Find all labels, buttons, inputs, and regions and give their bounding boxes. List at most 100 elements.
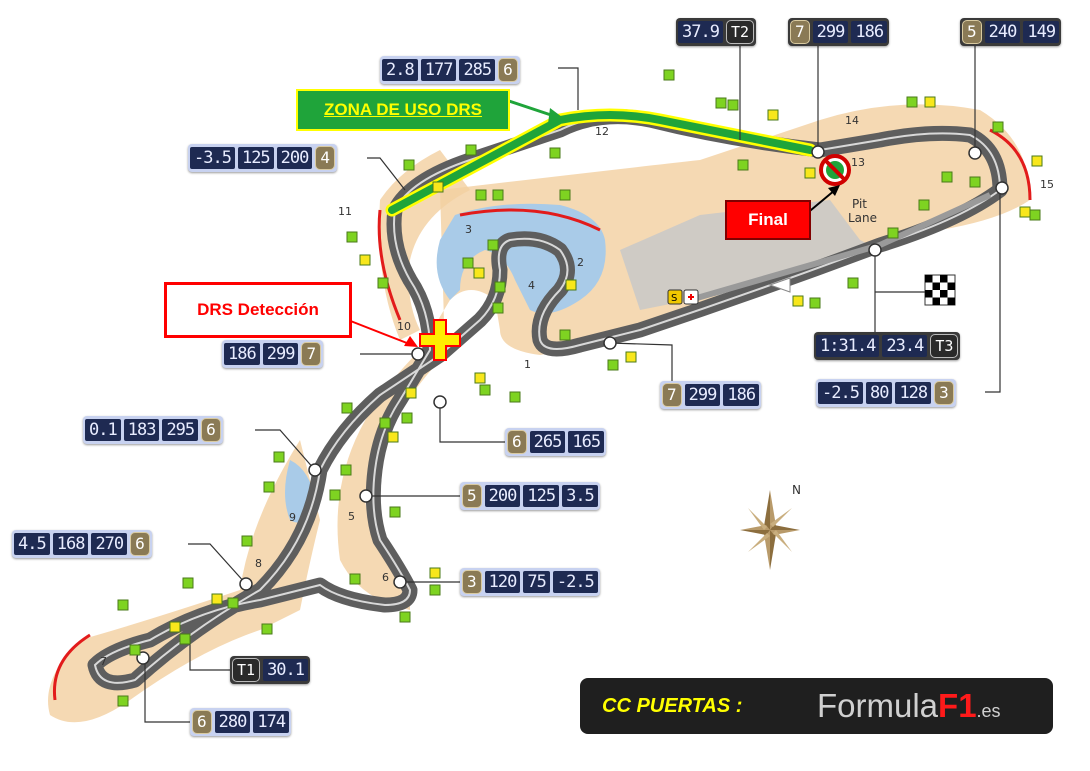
start-arrow xyxy=(768,277,791,293)
paddock-area xyxy=(620,200,880,310)
gear-value: 4 xyxy=(315,146,336,170)
info-value: 149 xyxy=(1023,21,1060,43)
compass-rose-icon xyxy=(740,490,800,570)
turn-number: 11 xyxy=(338,205,352,218)
info-value: 30.1 xyxy=(263,659,309,681)
info-value: -3.5 xyxy=(190,147,235,169)
drs-detection-label: DRS Detección xyxy=(164,282,352,338)
drs-zone-text: ZONA DE USO DRS xyxy=(323,100,483,119)
info-value: 265 xyxy=(529,431,566,453)
brand-logo-tld: .es xyxy=(976,701,1001,721)
turn-number: 3 xyxy=(465,223,472,236)
turn-number: 1 xyxy=(524,358,531,371)
pit-lane xyxy=(689,192,992,303)
info-value: 75 xyxy=(523,571,550,593)
drs-detection-text: DRS Detección xyxy=(197,300,319,319)
turn-number: 15 xyxy=(1040,178,1054,191)
info-value: 183 xyxy=(123,419,160,441)
turn-number: 9 xyxy=(289,511,296,524)
drs-zone-label: ZONA DE USO DRS xyxy=(296,89,510,131)
info-value: 285 xyxy=(459,59,496,81)
turn-number: 8 xyxy=(255,557,262,570)
info-box-t8: 4.5 168 270 6 xyxy=(12,530,152,558)
sector-tag: T3 xyxy=(930,334,959,358)
info-value: 295 xyxy=(162,419,199,441)
info-box-t1-speed: 7 299 186 xyxy=(660,381,762,409)
compass-north-label: N xyxy=(792,483,801,497)
info-box-t5: 5 200 125 3.5 xyxy=(460,482,600,510)
info-value: 186 xyxy=(224,343,260,365)
info-value: 23.4 xyxy=(882,335,928,357)
kerb xyxy=(52,128,1032,701)
info-value: 168 xyxy=(52,533,89,555)
info-value: 2.8 xyxy=(382,59,418,81)
brand-cc-label: CC PUERTAS : xyxy=(602,694,743,717)
sector-tag: T1 xyxy=(232,658,261,682)
info-box-t2: 37.9 T2 xyxy=(676,18,757,46)
info-box-t3-time: 1:31.4 23.4 T3 xyxy=(814,332,961,360)
sector-icon: S xyxy=(667,289,699,305)
info-value: 200 xyxy=(276,147,313,169)
measure-points xyxy=(136,145,1009,665)
drs-end-label: Final xyxy=(725,200,811,240)
info-value: 174 xyxy=(253,711,290,733)
info-value: 3.5 xyxy=(562,485,598,507)
gear-value: 7 xyxy=(790,20,810,44)
info-value: 299 xyxy=(812,21,849,43)
brand-logo-f1: F1 xyxy=(938,687,977,724)
info-box-t15: -2.5 80 128 3 xyxy=(816,379,956,407)
gear-value: 5 xyxy=(462,484,482,508)
info-value: 270 xyxy=(91,533,128,555)
sector-icon-label: S xyxy=(671,293,677,304)
info-value: 280 xyxy=(214,711,251,733)
info-value: 120 xyxy=(484,571,521,593)
info-box-t1-time: T1 30.1 xyxy=(230,656,311,684)
info-value: 200 xyxy=(484,485,521,507)
pit-lane-label-line: Pit xyxy=(852,197,867,211)
drs-end-text: Final xyxy=(748,210,788,229)
pit-lane-label-line: Lane xyxy=(848,211,877,225)
gear-value: 3 xyxy=(462,570,482,594)
info-box-t6: 3 120 75 -2.5 xyxy=(460,568,600,596)
info-box-t9: 0.1 183 295 6 xyxy=(83,416,223,444)
pit-lane-label: Pit Lane xyxy=(848,197,877,225)
turn-number: 14 xyxy=(845,114,859,127)
info-box-t12-entry: 2.8 177 285 6 xyxy=(380,56,520,84)
drs-end-marker xyxy=(819,154,851,186)
info-value: 128 xyxy=(895,382,932,404)
info-value: 37.9 xyxy=(678,21,723,43)
gear-value: 6 xyxy=(130,532,150,556)
turn-number: 13 xyxy=(851,156,865,169)
final-arrow-head xyxy=(828,185,840,196)
info-box-t10: 186 299 7 xyxy=(222,340,324,368)
gear-value: 5 xyxy=(962,20,982,44)
info-value: 299 xyxy=(684,384,721,406)
hoarding-markers xyxy=(117,69,1043,707)
info-value: 80 xyxy=(865,382,893,404)
info-box-t4: 6 265 165 xyxy=(505,428,607,456)
info-value: 177 xyxy=(420,59,457,81)
detection-arrow-head xyxy=(404,336,418,347)
turn-number: 7 xyxy=(100,655,107,668)
info-box-t14: 5 240 149 xyxy=(960,18,1062,46)
info-value: 240 xyxy=(984,21,1021,43)
drs-zone-arrow-head xyxy=(548,108,566,124)
info-value: 125 xyxy=(237,147,274,169)
gear-value: 6 xyxy=(498,58,518,82)
gear-value: 6 xyxy=(201,418,221,442)
info-value: 0.1 xyxy=(85,419,121,441)
info-value: 165 xyxy=(568,431,605,453)
gear-value: 7 xyxy=(662,383,682,407)
turn-number: 12 xyxy=(595,125,609,138)
turn-number: 5 xyxy=(348,510,355,523)
gear-value: 6 xyxy=(192,710,212,734)
info-box-t7: 6 280 174 xyxy=(190,708,292,736)
detection-arrow xyxy=(347,319,413,346)
info-value: 1:31.4 xyxy=(816,335,880,357)
info-value: 4.5 xyxy=(14,533,50,555)
info-value: 299 xyxy=(262,343,299,365)
